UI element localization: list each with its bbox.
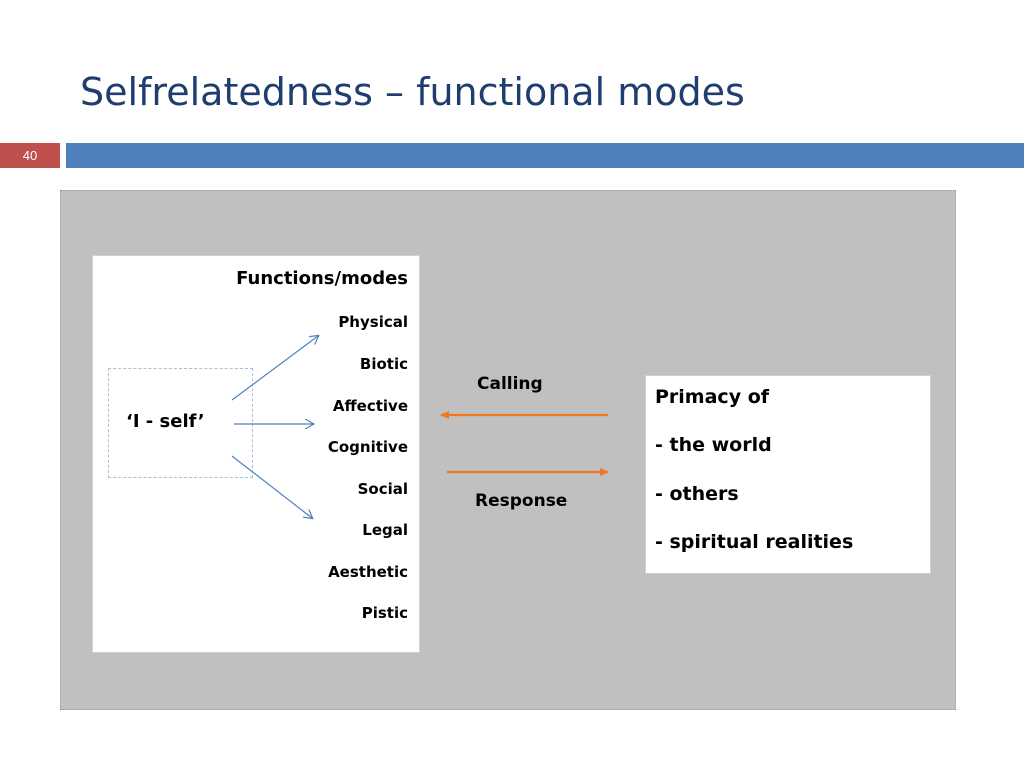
mode-legal: Legal <box>362 521 408 539</box>
slide-title: Selfrelatedness – functional modes <box>80 70 745 114</box>
mode-aesthetic: Aesthetic <box>328 563 408 581</box>
self-label: ‘I - self’ <box>126 411 205 432</box>
primacy-item-spiritual: - spiritual realities <box>655 531 854 553</box>
functions-title: Functions/modes <box>236 268 408 289</box>
calling-label: Calling <box>477 374 543 394</box>
arrow-self-to-legal <box>231 455 312 518</box>
primacy-box: Primacy of - the world - others - spirit… <box>645 375 931 574</box>
mode-biotic: Biotic <box>359 355 408 373</box>
arrow-self-to-physical <box>231 336 318 401</box>
self-box <box>108 368 253 478</box>
mode-physical: Physical <box>338 313 408 331</box>
mode-affective: Affective <box>332 397 408 415</box>
primacy-heading: Primacy of <box>655 386 770 408</box>
primacy-item-world: - the world <box>655 434 772 456</box>
response-label: Response <box>475 491 568 511</box>
mode-pistic: Pistic <box>361 604 408 622</box>
header-bar <box>66 143 1024 168</box>
primacy-item-others: - others <box>655 483 739 505</box>
page-number-badge: 40 <box>0 143 60 168</box>
mode-social: Social <box>357 480 408 498</box>
mode-cognitive: Cognitive <box>327 438 408 456</box>
